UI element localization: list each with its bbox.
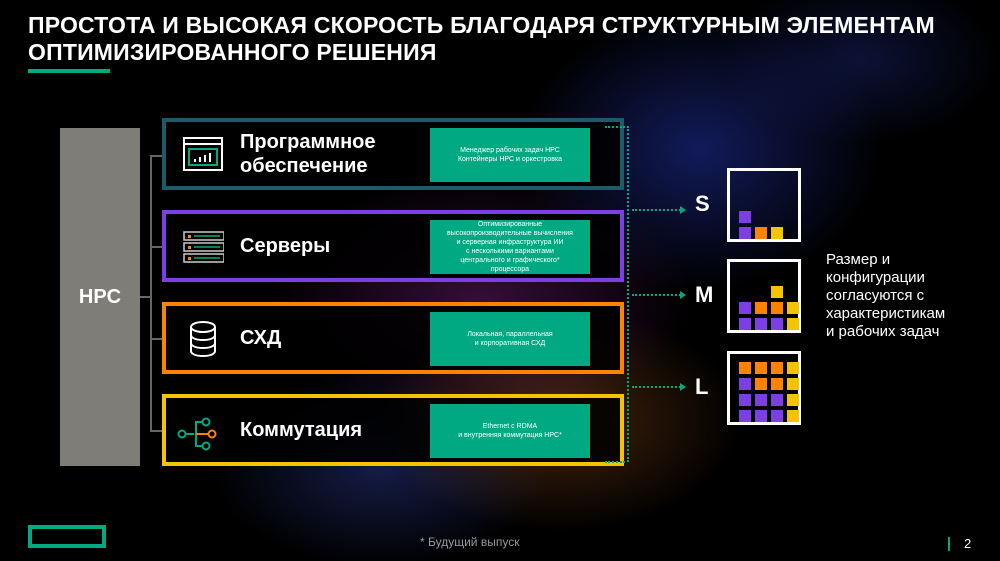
grid-cell	[755, 378, 767, 390]
grid-cell	[755, 318, 767, 330]
network-switch-icon	[177, 417, 217, 451]
grid-cell-empty	[739, 195, 751, 207]
grid-cell	[739, 362, 751, 374]
grid-cell	[755, 410, 767, 422]
component-description: Ethernet с RDMA и внутренняя коммутация …	[430, 404, 590, 458]
grid-cell	[771, 286, 783, 298]
grid-cell-empty	[755, 211, 767, 223]
connector-line	[140, 296, 150, 298]
grid-cell	[739, 227, 751, 239]
arrow-s	[632, 206, 686, 214]
grid-cell-empty	[755, 270, 767, 282]
connector-line	[150, 246, 162, 248]
size-grid-m	[727, 259, 801, 333]
grid-cell-empty	[755, 286, 767, 298]
size-grid-s	[727, 168, 801, 242]
grid-cell-empty	[787, 286, 799, 298]
database-icon	[190, 321, 216, 358]
grid-cell	[755, 227, 767, 239]
page-number: 2	[964, 536, 972, 551]
component-label: Коммутация	[240, 419, 363, 441]
grid-cell	[755, 302, 767, 314]
grid-cell	[771, 227, 783, 239]
grid-cell	[787, 362, 799, 374]
hpc-label: HPC	[78, 285, 122, 308]
size-label-l: L	[695, 374, 709, 399]
grid-cell	[771, 302, 783, 314]
page-number-bar	[948, 537, 950, 551]
grid-cell-empty	[787, 270, 799, 282]
grid-cell	[739, 394, 751, 406]
grid-cell-empty	[771, 195, 783, 207]
grid-cell	[787, 302, 799, 314]
footnote: * Будущий выпуск	[420, 535, 520, 549]
component-label: Серверы	[240, 235, 331, 257]
grid-cell	[755, 394, 767, 406]
component-description: Оптимизированные высокопроизводительные …	[430, 220, 590, 274]
grid-cell	[787, 378, 799, 390]
grid-cell	[771, 410, 783, 422]
component-servers: Серверы Оптимизированные высокопроизводи…	[162, 210, 624, 282]
grid-cell-empty	[755, 195, 767, 207]
arrow-m	[632, 291, 686, 299]
grid-cell-empty	[771, 270, 783, 282]
grid-cell	[771, 394, 783, 406]
grid-cell	[739, 302, 751, 314]
connector-line	[150, 156, 152, 432]
slide-title: ПРОСТОТА И ВЫСОКАЯ СКОРОСТЬ БЛАГОДАРЯ СТ…	[28, 12, 935, 65]
component-description: Менеджер рабочих задач HPC Контейнеры HP…	[430, 128, 590, 182]
dotted-bracket	[605, 126, 625, 128]
grid-cell-empty	[787, 179, 799, 191]
grid-cell	[787, 318, 799, 330]
grid-cell	[739, 211, 751, 223]
component-description: Локальная, параллельная и корпоративная …	[430, 312, 590, 366]
grid-cell	[739, 410, 751, 422]
connector-line	[150, 155, 162, 157]
grid-cell	[787, 394, 799, 406]
component-switching: Коммутация Ethernet с RDMA и внутренняя …	[162, 394, 624, 466]
grid-cell	[771, 318, 783, 330]
side-caption: Размер и конфигурации согласуются с хара…	[826, 251, 946, 340]
dotted-bracket	[627, 126, 629, 462]
size-label-m: M	[695, 282, 714, 307]
title-underline	[28, 69, 110, 73]
component-label: Программное обеспечение	[240, 131, 376, 177]
component-storage: СХД Локальная, параллельная и корпоратив…	[162, 302, 624, 374]
connector-line	[150, 430, 162, 432]
monitor-chart-icon	[183, 137, 223, 171]
grid-cell-empty	[755, 179, 767, 191]
server-rack-icon	[183, 231, 224, 263]
size-grid-l	[727, 351, 801, 425]
grid-cell	[771, 378, 783, 390]
size-label-s: S	[695, 191, 710, 216]
grid-cell	[739, 378, 751, 390]
grid-cell-empty	[771, 179, 783, 191]
hpe-logo	[28, 525, 106, 548]
component-label: СХД	[240, 327, 282, 349]
grid-cell-empty	[739, 270, 751, 282]
grid-cell-empty	[771, 211, 783, 223]
grid-cell	[787, 410, 799, 422]
grid-cell-empty	[739, 179, 751, 191]
hpc-bar: HPC	[60, 128, 140, 466]
grid-cell-empty	[739, 286, 751, 298]
grid-cell	[739, 318, 751, 330]
grid-cell	[755, 362, 767, 374]
grid-cell-empty	[787, 195, 799, 207]
arrow-l	[632, 383, 686, 391]
connector-line	[150, 338, 162, 340]
grid-cell	[771, 362, 783, 374]
component-software: Программное обеспечение Менеджер рабочих…	[162, 118, 624, 190]
grid-cell-empty	[787, 211, 799, 223]
grid-cell-empty	[787, 227, 799, 239]
dotted-bracket	[605, 461, 625, 463]
